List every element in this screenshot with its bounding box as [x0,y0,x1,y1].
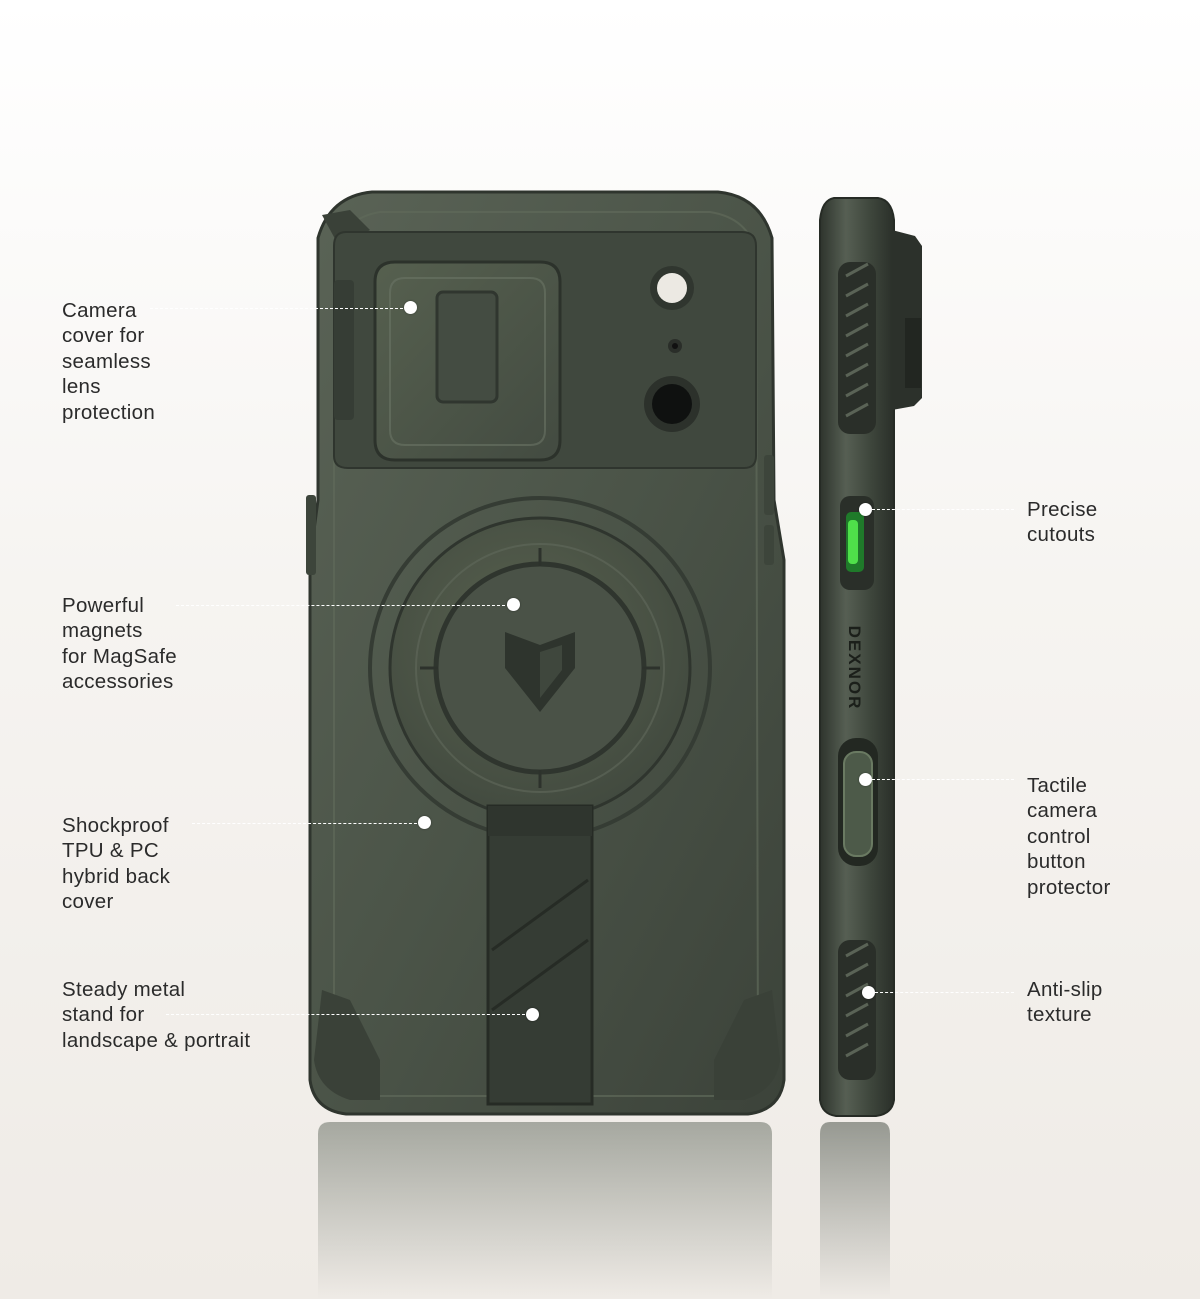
callout-line: accessories [62,670,174,694]
callout-line: TPU & PC [62,839,159,863]
dot-shockproof [418,816,431,829]
callout-line: for MagSafe [62,644,177,668]
callout-line: cover for [62,324,145,348]
callout-stand: Steady metal stand for landscape & portr… [62,977,250,1053]
leader-cutouts [872,509,1014,510]
callout-line: protector [1027,875,1111,899]
callout-line: lens [62,375,101,399]
callout-line: texture [1027,1003,1092,1027]
callout-line: cutouts [1027,523,1096,547]
callout-line: Anti-slip [1027,978,1103,1001]
callout-line: cover [62,890,114,914]
callout-line: seamless [62,349,151,373]
callout-line: magnets [62,619,143,643]
callout-line: control [1027,824,1091,848]
callout-line: button [1027,850,1086,874]
dot-camera-cover [404,301,417,314]
callout-shockproof: Shockproof TPU & PC hybrid back cover [62,813,170,915]
dot-anti-slip [862,986,875,999]
callout-line: protection [62,400,156,424]
callout-line: hybrid back [62,864,171,888]
leader-magnets [176,605,510,606]
leader-anti-slip [875,992,1014,993]
dot-magnets [507,598,520,611]
callout-camera-control: Tactile camera control button protector [1027,773,1111,900]
callout-line: stand for [62,1003,145,1027]
callout-magnets: Powerful magnets for MagSafe accessories [62,593,177,695]
callout-line: landscape & portrait [62,1028,251,1052]
dot-cutouts [859,503,872,516]
dot-stand [526,1008,539,1021]
callout-cutouts: Precise cutouts [1027,497,1097,548]
dot-camera-control [859,773,872,786]
brand-text: DEXNOR [845,625,864,711]
callout-line: Powerful [62,594,145,617]
leader-stand [166,1014,530,1015]
callout-line: Precise [1027,498,1098,521]
callout-camera-cover: Camera cover for seamless lens protectio… [62,298,155,425]
callout-line: Tactile [1027,774,1088,797]
callout-anti-slip: Anti-slip texture [1027,977,1103,1028]
leader-camera-control [872,779,1014,780]
leader-shockproof [192,823,422,824]
callout-line: camera [1027,799,1098,823]
callout-line: Steady metal [62,978,186,1001]
callout-line: Camera [62,299,137,322]
leader-camera-cover [150,308,408,309]
callout-line: Shockproof [62,814,169,837]
